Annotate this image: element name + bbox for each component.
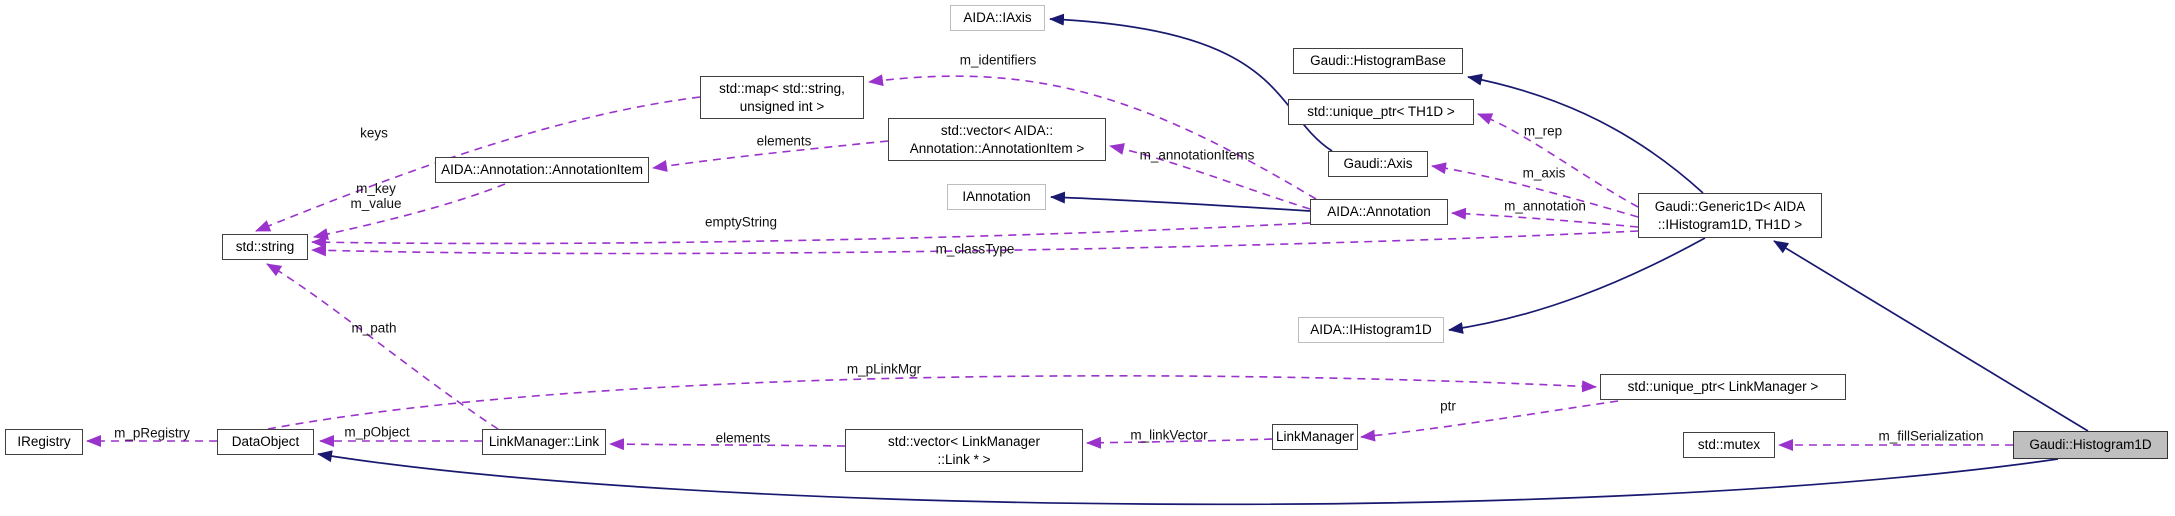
edge-inherit-annotation-to-iannotation (1050, 191, 1311, 212)
edge-m-path (266, 263, 499, 430)
edge-m-key-m-value (313, 183, 506, 240)
edge-label-m-linkvector: m_linkVector (1130, 427, 1208, 443)
edge-m-linkvector (1086, 436, 1273, 449)
node-aida-iaxis: AIDA::IAxis (950, 5, 1045, 31)
edge-elements-bottom (609, 438, 846, 451)
edge-m-annotationitems (1109, 143, 1311, 210)
edge-m-plinkmgr (267, 375, 1597, 430)
edge-label-m-classtype: m_classType (935, 241, 1015, 257)
edge-label-m-identifiers: m_identifiers (959, 52, 1037, 68)
node-gaudi-generic1d[interactable]: Gaudi::Generic1D< AIDA ::IHistogram1D, T… (1638, 193, 1822, 238)
edge-label-m-axis: m_axis (1522, 165, 1566, 181)
edge-m-classtype (311, 230, 1639, 257)
edge-label-elements-bottom: elements (715, 430, 771, 446)
edge-m-identifiers (868, 74, 1317, 200)
node-iannotation: IAnnotation (947, 184, 1046, 210)
edge-ptr (1360, 400, 1619, 442)
edge-label-m-path: m_path (351, 320, 397, 336)
edge-inherit-generic1d-to-histogrambase (1467, 73, 1704, 194)
edge-label-m-annotation: m_annotation (1504, 198, 1586, 214)
edge-label-ptr: ptr (1440, 398, 1456, 414)
node-linkmanager[interactable]: LinkManager (1272, 424, 1358, 450)
node-aida-annotation-annotationitem[interactable]: AIDA::Annotation::AnnotationItem (435, 157, 649, 183)
node-gaudi-axis[interactable]: Gaudi::Axis (1328, 151, 1428, 177)
node-gaudi-histogram-base[interactable]: Gaudi::HistogramBase (1293, 48, 1463, 74)
edge-m-annotation (1451, 207, 1639, 228)
node-dataobject[interactable]: DataObject (217, 429, 314, 455)
node-std-string[interactable]: std::string (222, 234, 308, 260)
node-std-map-string-unsigned-int[interactable]: std::map< std::string, unsigned int > (700, 76, 864, 119)
edge-label-keys: keys (360, 125, 388, 141)
edge-label-m-plinkmgr: m_pLinkMgr (846, 361, 922, 377)
edge-label-m-key-m-value: m_key m_value (350, 181, 402, 211)
edge-inherit-histogram1d-to-dataobject (317, 450, 2059, 506)
edge-label-m-annotationitems: m_annotationItems (1139, 147, 1255, 163)
edge-label-m-pregistry: m_pRegistry (114, 425, 190, 441)
node-std-vector-linkmanager-link[interactable]: std::vector< LinkManager ::Link * > (845, 429, 1083, 472)
node-aida-ihistogram1d: AIDA::IHistogram1D (1298, 317, 1444, 343)
node-std-mutex[interactable]: std::mutex (1683, 432, 1775, 458)
node-std-vector-annotationitem[interactable]: std::vector< AIDA:: Annotation::Annotati… (888, 118, 1106, 161)
edge-label-emptystring: emptyString (704, 214, 778, 230)
edge-inherit-histogram1d-to-generic1d (1773, 240, 2089, 432)
node-linkmanager-link[interactable]: LinkManager::Link (482, 429, 606, 455)
node-aida-annotation[interactable]: AIDA::Annotation (1310, 199, 1448, 225)
node-std-unique-ptr-th1d[interactable]: std::unique_ptr< TH1D > (1288, 99, 1474, 125)
edge-label-m-rep: m_rep (1523, 123, 1563, 139)
edge-label-elements-top: elements (756, 133, 812, 149)
edge-label-m-fillserialization: m_fillSerialization (1878, 428, 1984, 444)
edge-inherit-generic1d-to-aida-ihistogram1d (1448, 237, 1706, 334)
edge-label-m-pobject: m_pObject (344, 424, 410, 440)
edge-elements-top (652, 140, 889, 172)
node-iregistry[interactable]: IRegistry (5, 429, 83, 455)
edge-keys (255, 96, 701, 232)
edge-emptystring (311, 222, 1311, 249)
node-gaudi-histogram1d: Gaudi::Histogram1D (2013, 431, 2168, 459)
node-std-unique-ptr-linkmanager[interactable]: std::unique_ptr< LinkManager > (1600, 374, 1846, 400)
edge-m-axis (1431, 162, 1639, 218)
edge-m-rep (1477, 113, 1639, 208)
edge-inherit-gaudi-axis-to-aida-iaxis (1049, 13, 1333, 152)
